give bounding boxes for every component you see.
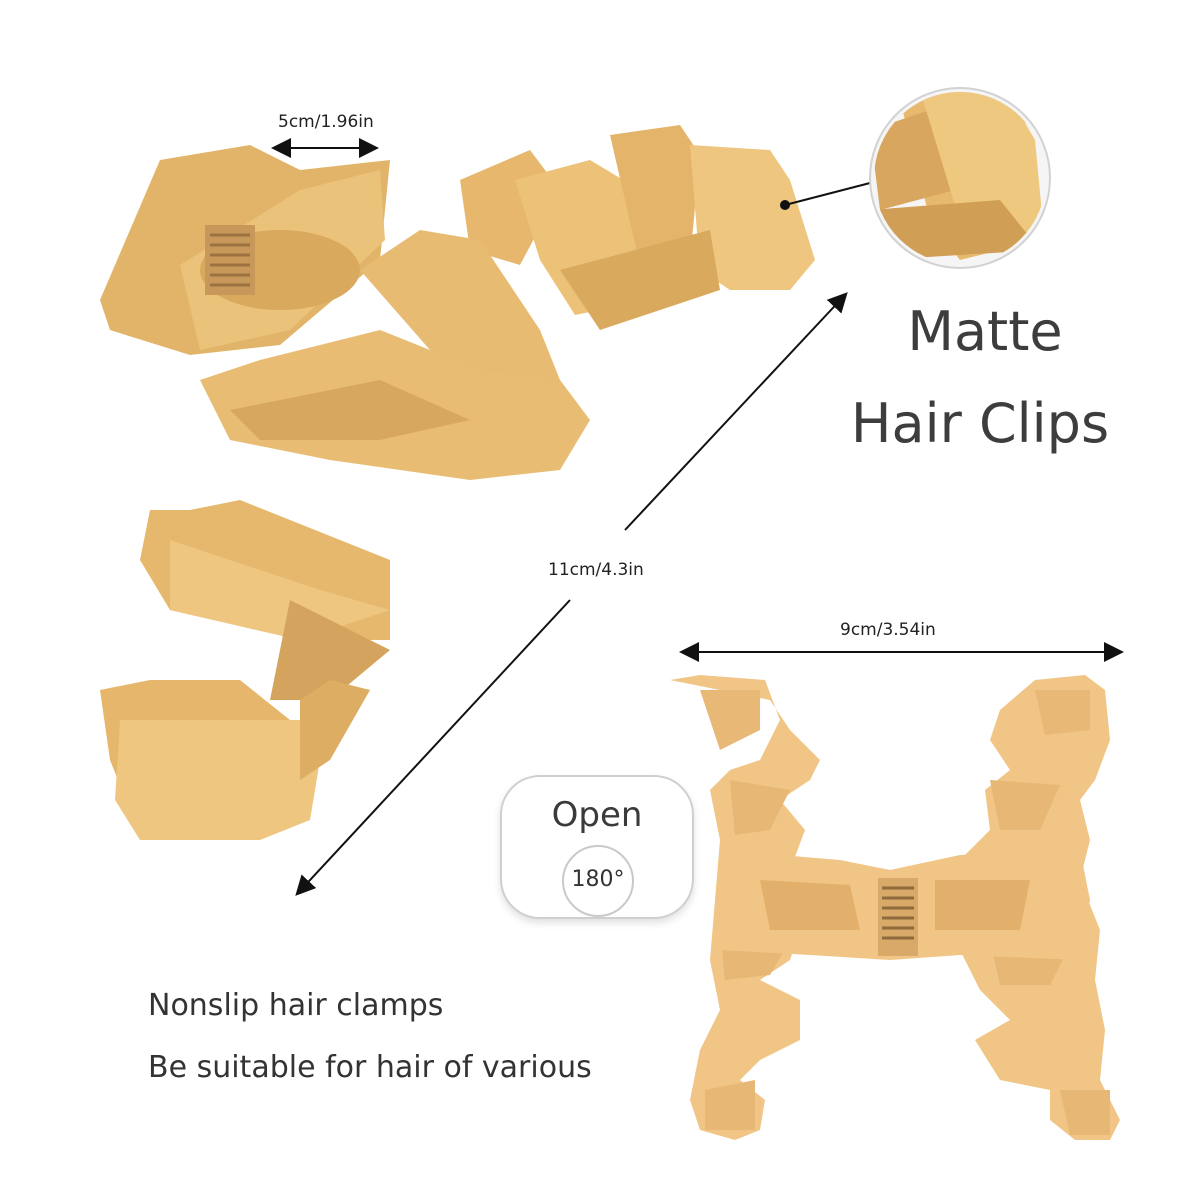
callout-line	[784, 182, 871, 206]
length-arrow-lower	[295, 599, 571, 896]
angle-circle: 180°	[562, 845, 634, 917]
length-dimension-label: 11cm/4.3in	[548, 560, 644, 580]
feature-suitable: Be suitable for hair of various	[148, 1050, 592, 1085]
open-label: Open	[551, 795, 643, 835]
zoom-detail-circle	[869, 87, 1051, 269]
width-dimension-label: 5cm/1.96in	[278, 112, 374, 132]
headline-line2: Hair Clips	[850, 392, 1110, 455]
length-arrow-upper	[624, 292, 848, 531]
open-badge: Open 180°	[500, 775, 694, 919]
open-clip-image	[670, 675, 1120, 1140]
angle-text: 180°	[571, 867, 625, 892]
feature-nonslip: Nonslip hair clamps	[148, 988, 444, 1023]
open-width-dimension-label: 9cm/3.54in	[840, 620, 936, 640]
headline-line1: Matte	[907, 300, 1063, 363]
closed-clip-image	[100, 125, 815, 840]
